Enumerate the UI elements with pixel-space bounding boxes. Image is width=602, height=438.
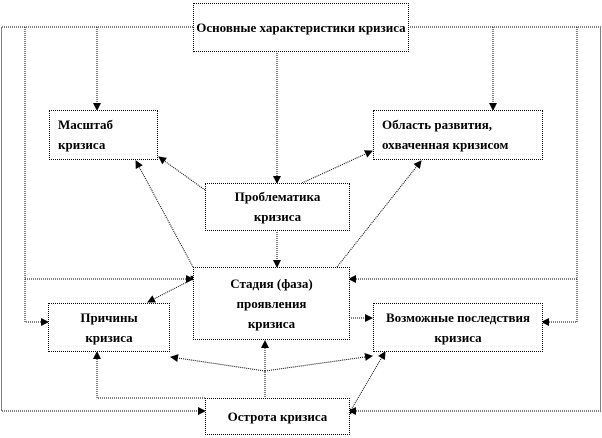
problems-to-scale: [158, 156, 206, 191]
node-problems: Проблематика кризиса: [205, 183, 350, 231]
severity-to-causes: [93, 351, 205, 399]
node-area: Область развития, охваченная кризисом: [373, 110, 543, 160]
inner-right-to-consequences: [541, 279, 578, 326]
stage-to-area: [336, 160, 422, 268]
hub-to-consequences: [264, 353, 373, 372]
node-consequences: Возможные последствия кризиса: [373, 303, 543, 352]
node-severity: Острота кризиса: [205, 398, 350, 435]
outer-frame-left: [1, 26, 206, 415]
stage-to-scale: [135, 160, 194, 268]
severity-consequences-link: [347, 351, 386, 417]
node-causes: Причины кризиса: [48, 303, 170, 352]
inner-left-to-causes: [24, 279, 49, 326]
node-stage: Стадия (фаза) проявления кризиса: [193, 267, 350, 340]
outer-frame-right: [348, 26, 601, 415]
hub-to-causes: [170, 354, 266, 372]
stage-causes-link: [147, 275, 200, 303]
node-main-characteristics: Основные характеристики кризиса: [193, 3, 409, 52]
problems-to-area: [301, 150, 373, 184]
node-scale: Масштаб кризиса: [49, 110, 158, 160]
